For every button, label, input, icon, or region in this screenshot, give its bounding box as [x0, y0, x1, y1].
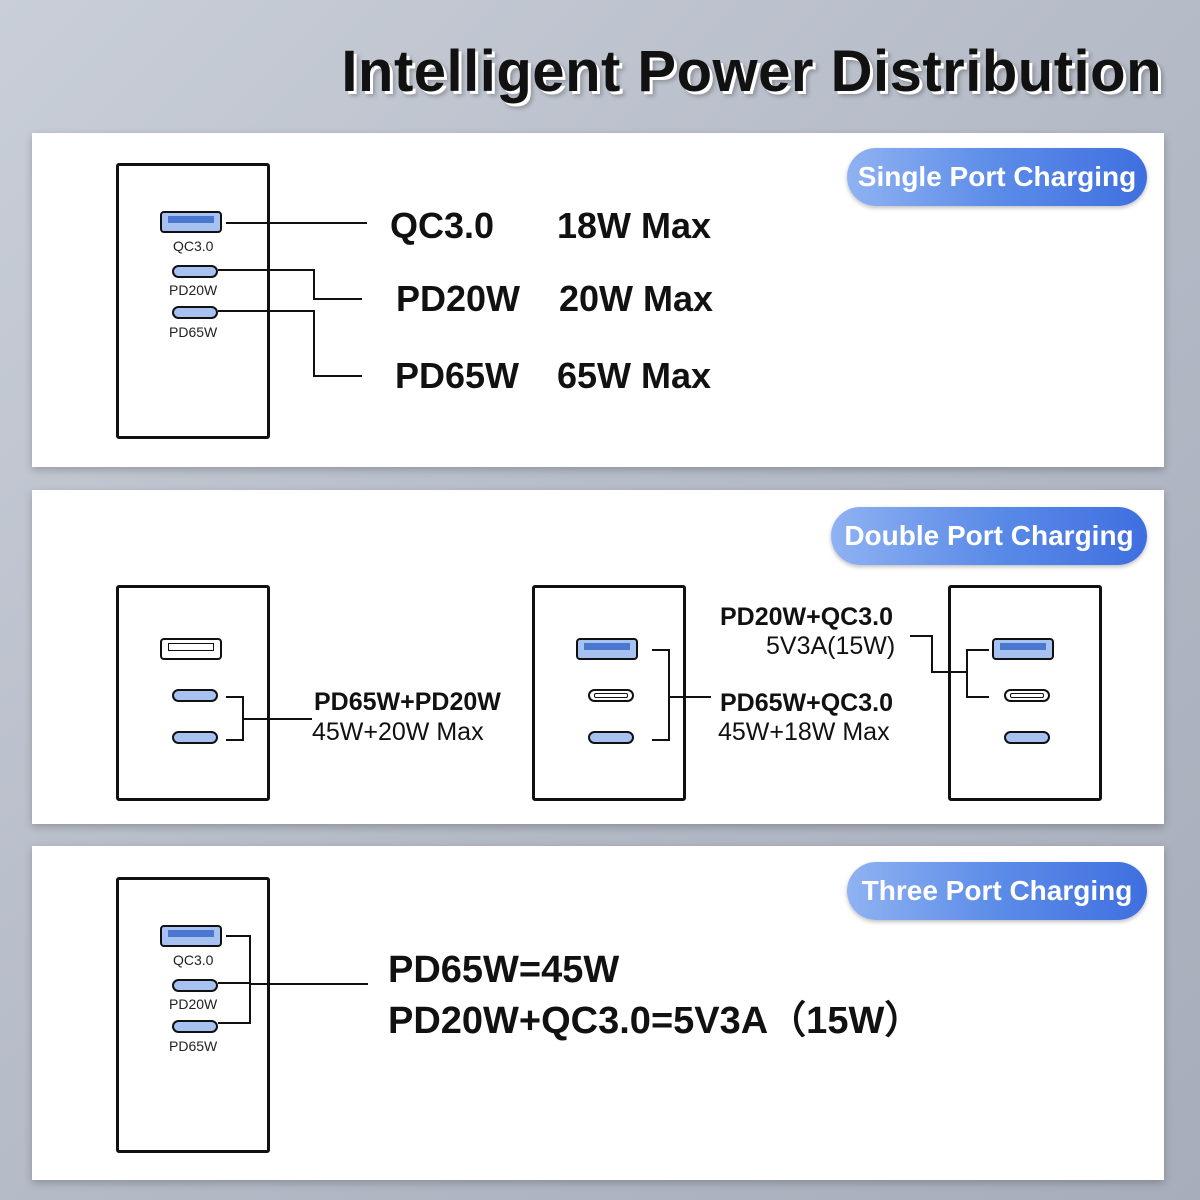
- usb-a-port-icon: [992, 638, 1054, 660]
- usb-c-port-icon: [1004, 731, 1050, 744]
- combo3-ports: PD20W+QC3.0: [720, 603, 893, 631]
- pd65w-power: 65W Max: [557, 355, 712, 396]
- pd20w-port-name: PD20W: [396, 278, 521, 319]
- combo1-ports: PD65W+PD20W: [314, 688, 501, 716]
- charger-illustration: [532, 585, 686, 801]
- page-title: Intelligent Power Distribution: [341, 39, 1162, 104]
- three-port-line-2: PD20W+QC3.0=5V3A（15W）: [388, 1000, 923, 1042]
- port-label-pd65w: PD65W: [169, 324, 218, 340]
- qc30-power: 18W Max: [557, 205, 712, 246]
- usb-a-port-icon: [576, 638, 638, 660]
- usb-c-port-icon: [172, 306, 218, 319]
- usb-c-port-icon: [172, 265, 218, 278]
- port-label-pd20w: PD20W: [169, 282, 218, 298]
- single-port-panel: Single Port Charging QC3.0 PD20W PD65W Q…: [32, 133, 1164, 467]
- charger-illustration: QC3.0 PD20W PD65W: [116, 163, 270, 439]
- connector-lines: [218, 935, 368, 1024]
- double-port-badge: Double Port Charging: [831, 507, 1147, 565]
- pd65w-port-name: PD65W: [395, 355, 520, 396]
- three-port-badge: Three Port Charging: [847, 862, 1147, 920]
- three-port-line-1: PD65W=45W: [388, 949, 620, 991]
- connector-lines: [226, 635, 989, 741]
- usb-a-port-icon: [160, 925, 222, 947]
- qc30-port-name: QC3.0: [390, 205, 495, 246]
- double-port-panel: Double Port Charging PD65W+PD20W 45W+20W: [32, 490, 1164, 824]
- charger-illustration: QC3.0 PD20W PD65W: [116, 877, 270, 1153]
- usb-c-port-icon: [588, 731, 634, 744]
- usb-c-port-icon: [172, 689, 218, 702]
- single-port-badge: Single Port Charging: [847, 148, 1147, 206]
- combo3-power: 5V3A(15W): [766, 632, 896, 660]
- three-port-panel: Three Port Charging QC3.0 PD20W PD65W PD…: [32, 846, 1164, 1180]
- port-label-pd20w: PD20W: [169, 996, 218, 1012]
- port-label-pd65w: PD65W: [169, 1038, 218, 1054]
- combo2-ports: PD65W+QC3.0: [720, 689, 893, 717]
- usb-c-port-icon: [172, 979, 218, 992]
- port-label-qc30: QC3.0: [173, 952, 214, 968]
- usb-c-port-icon: [588, 689, 634, 702]
- usb-a-port-icon: [160, 211, 222, 233]
- connector-lines: [218, 222, 367, 377]
- usb-c-port-icon: [1004, 689, 1050, 702]
- charger-illustration: [948, 585, 1102, 801]
- charger-illustration: [116, 585, 270, 801]
- usb-c-port-icon: [172, 1020, 218, 1033]
- combo2-power: 45W+18W Max: [718, 718, 890, 746]
- usb-a-port-icon: [160, 638, 222, 660]
- usb-c-port-icon: [172, 731, 218, 744]
- combo1-power: 45W+20W Max: [312, 718, 484, 746]
- pd20w-power: 20W Max: [559, 278, 714, 319]
- port-label-qc30: QC3.0: [173, 238, 214, 254]
